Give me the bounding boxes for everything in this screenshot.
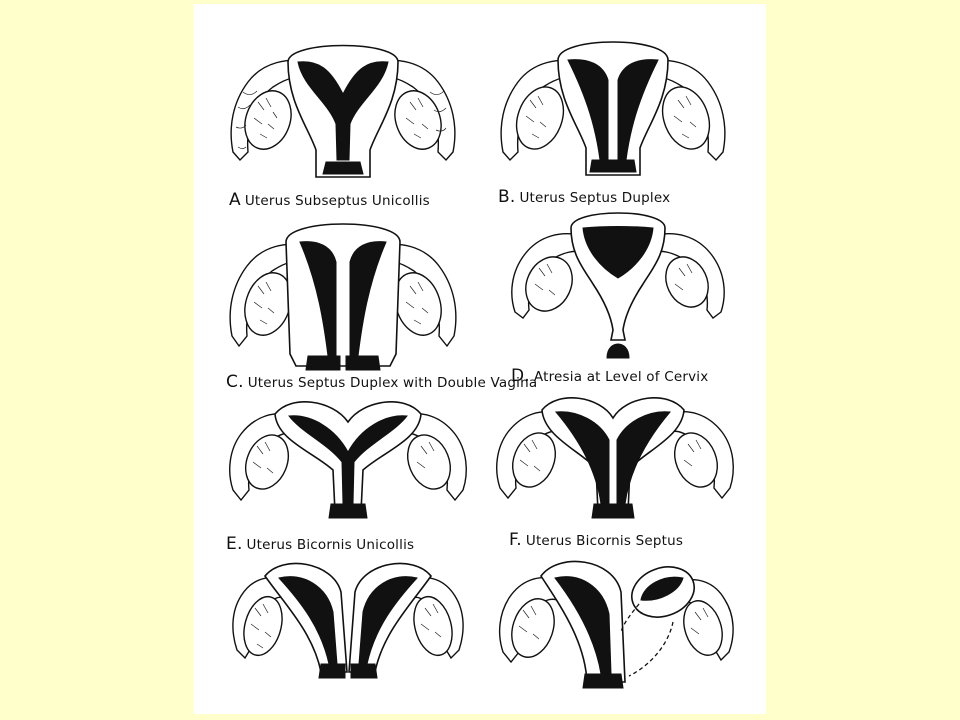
caption-e-text: Uterus Bicornis Unicollis <box>246 537 415 553</box>
caption-f: F.Uterus Bicornis Septus <box>509 530 683 550</box>
caption-e: E.Uterus Bicornis Unicollis <box>226 534 414 554</box>
caption-b-letter: B. <box>498 187 516 207</box>
caption-b: B.Uterus Septus Duplex <box>498 187 670 207</box>
caption-a-text: Uterus Subseptus Unicollis <box>244 193 430 209</box>
caption-f-letter: F. <box>509 530 522 550</box>
panel-h-illustration <box>498 560 734 689</box>
panel-g-illustration <box>232 562 464 679</box>
panel-e-illustration <box>229 401 467 519</box>
caption-c: C.Uterus Septus Duplex with Double Vagin… <box>226 372 537 392</box>
caption-c-text: Uterus Septus Duplex with Double Vagina <box>247 375 538 391</box>
caption-d-letter: D. <box>511 366 530 386</box>
caption-c-letter: C. <box>226 372 244 392</box>
panel-c-illustration <box>229 223 457 371</box>
panel-b-illustration <box>500 41 726 176</box>
caption-d: D.Atresia at Level of Cervix <box>511 366 708 386</box>
panel-f-illustration <box>496 397 734 519</box>
caption-d-text: Atresia at Level of Cervix <box>533 369 709 385</box>
caption-a-letter: A <box>229 190 241 210</box>
caption-e-letter: E. <box>226 534 243 554</box>
panel-d-illustration <box>511 212 725 359</box>
caption-b-text: Uterus Septus Duplex <box>519 190 671 206</box>
panel-a-illustration <box>230 44 456 178</box>
caption-f-text: Uterus Bicornis Septus <box>525 533 684 549</box>
